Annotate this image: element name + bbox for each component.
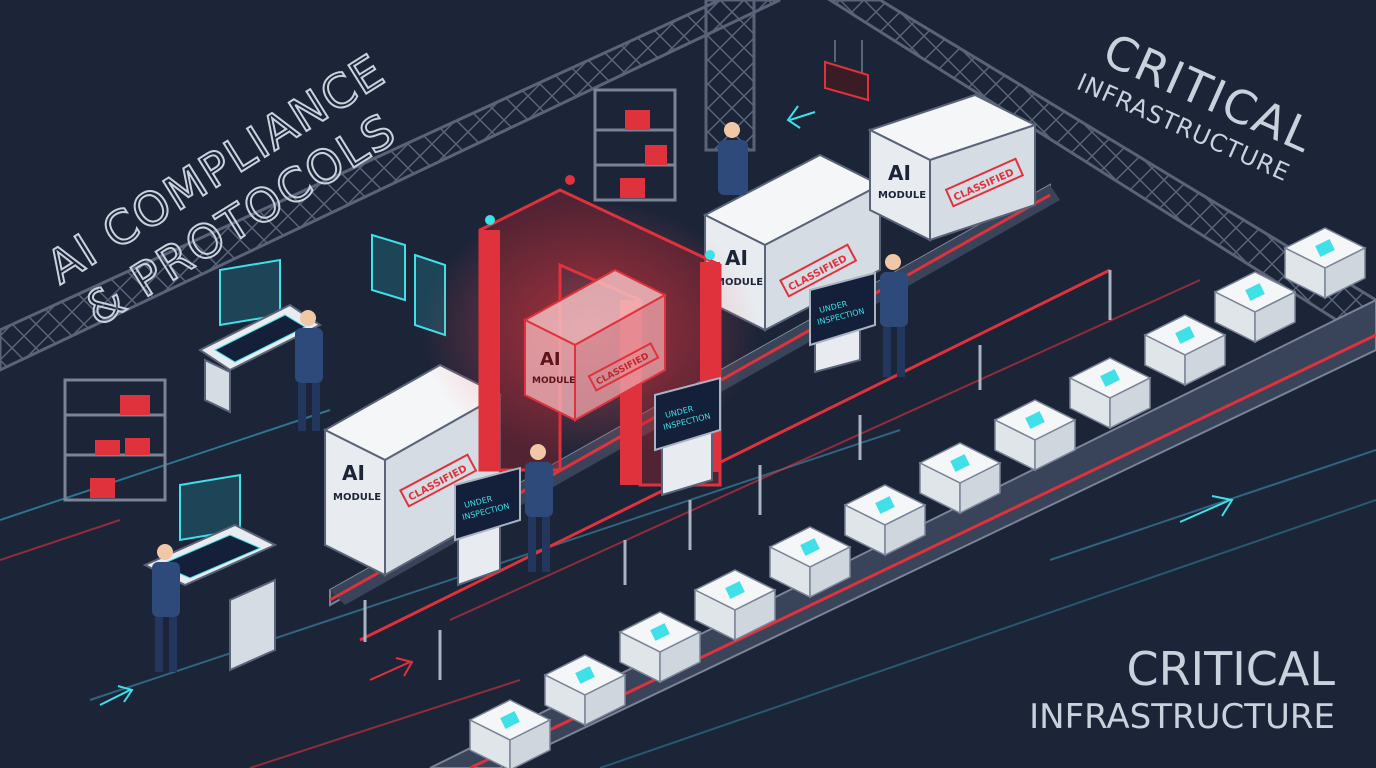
inspection-kiosk: UNDER INSPECTION [454,466,521,587]
chip-box [693,569,777,642]
chip-icon [650,623,670,641]
overhead-truss-left [0,0,781,372]
chip-box [468,699,552,768]
chip-box [1143,314,1227,387]
headline-bottom-right: CRITICAL INFRASTRUCTURE [1029,642,1335,737]
crate-title: AI [342,461,365,485]
inspection-kiosk: UNDER INSPECTION [654,376,721,497]
crate: AI MODULE CLASSIFIED [867,93,1038,242]
chip-icon [1245,283,1265,301]
arrow-icon [99,685,134,706]
chip-box [543,654,627,727]
stanchion-barrier [359,268,1201,680]
arrow-icon [369,657,414,681]
shelf-unit-top [593,88,677,202]
arrow-icon [786,105,816,129]
chip-boxes [468,227,1367,768]
headline-bottom-right-line2: INFRASTRUCTURE [1029,697,1335,737]
worker [295,310,323,431]
arrow-icon [1179,495,1234,523]
worker [152,544,180,672]
chip-box [918,442,1002,515]
worker [718,122,748,195]
chip-box [1068,357,1152,430]
chip-icon [575,666,595,684]
chip-box [1213,271,1297,344]
floor-arrows [99,105,1234,706]
status-light-icon [705,250,715,260]
worker [525,444,553,572]
shelf-unit-left [63,378,167,502]
chip-box [843,484,927,557]
holo-panel [371,233,406,302]
chip-icon [1315,239,1335,257]
chip-icon [1175,326,1195,344]
chip-icon [1025,411,1045,429]
chip-icon [800,538,820,556]
chip-icon [1100,369,1120,387]
chip-icon [725,581,745,599]
chip-box [618,611,702,684]
crate-title: AI [540,349,561,370]
status-light-icon [485,215,495,225]
headline-bottom-right-line1: CRITICAL [1126,642,1335,696]
crate-subtitle: MODULE [532,376,575,386]
chip-icon [950,454,970,472]
chip-icon [875,496,895,514]
chip-icon [500,711,520,729]
chip-box [1283,227,1367,300]
worker [880,254,908,377]
crate-title: AI [888,161,911,185]
inspection-kiosk: UNDER INSPECTION [809,271,876,374]
overhead-truss-right [827,0,1376,347]
control-console [198,303,322,414]
chip-box [993,399,1077,472]
crate-subtitle: MODULE [878,190,926,201]
status-light-icon [565,175,575,185]
crate-subtitle: MODULE [333,492,381,503]
chip-box [768,526,852,599]
hanging-sign [824,40,869,102]
